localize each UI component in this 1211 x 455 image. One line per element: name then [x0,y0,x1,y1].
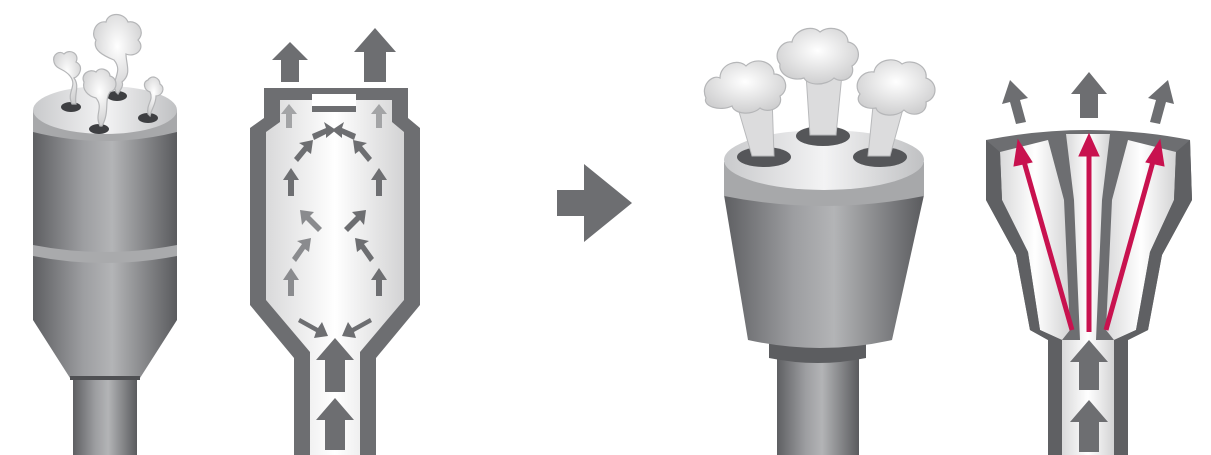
swirl-arrow-icon [283,168,299,196]
nozzle-cavity [266,100,404,455]
steam-wisps [53,13,164,127]
outlet-hole [138,113,158,123]
swirl-arrow-icon [312,122,336,140]
swirl-arrow-icon [300,210,322,232]
up-arrow-icon [1148,80,1174,124]
outlet-hole [853,147,907,167]
flow-arrow-icon [1145,138,1165,167]
flow-arrow-icon [1020,157,1075,331]
swirl-arrow-icon [283,268,299,296]
swirl-arrow-icon [344,210,366,232]
flow-arrow-icon [1013,138,1033,167]
up-arrow-icon [316,398,354,450]
swirl-arrow-icon [371,168,387,196]
inlet-flow-arrows [316,338,354,450]
outlet-pipe [777,355,859,455]
swirl-arrow-icon [294,140,313,162]
outlet-pipe [73,378,137,455]
right-arrow-icon [557,164,632,242]
swirl-arrow-icon [298,318,328,338]
swirl-arrow-icon [371,104,387,128]
outlet-hole [107,91,127,101]
conventional-nozzle-exterior [33,13,177,455]
up-arrow-icon [1070,340,1108,390]
inlet-flow-arrows [1070,340,1108,452]
nozzle-cone [724,195,924,348]
upper-body [33,125,177,252]
nozzle-cone [33,300,177,378]
flow-arrow-icon [1103,157,1157,331]
conventional-nozzle-cross-section [250,28,420,455]
swirl-arrow-icon [281,104,297,128]
steam-jets [703,27,936,157]
swirl-arrow-icon [353,140,372,162]
improved-nozzle-cross-section [986,72,1192,455]
up-arrow-icon [1070,400,1108,452]
exit-flow-arrows [272,28,396,82]
flow-channels [1000,134,1176,455]
recirculation-arrows [281,104,387,338]
outlet-hole [61,102,81,112]
flow-arrow-icon [1078,132,1100,157]
exit-flow-arrows [1002,72,1174,124]
up-arrow-icon [1002,80,1028,124]
swirl-arrow-icon [342,318,372,338]
swirl-arrow-icon [355,238,374,262]
swirl-arrow-icon [332,122,356,140]
improved-nozzle-exterior [703,27,936,455]
up-arrow-icon [316,338,354,392]
straight-flow-arrows [1013,132,1165,332]
swirl-arrow-icon [371,268,387,296]
outlet-hole [89,124,109,134]
up-arrow-icon [1071,72,1107,118]
up-arrow-icon [272,42,308,82]
swirl-arrow-icon [292,238,311,262]
up-arrow-icon [354,28,396,82]
